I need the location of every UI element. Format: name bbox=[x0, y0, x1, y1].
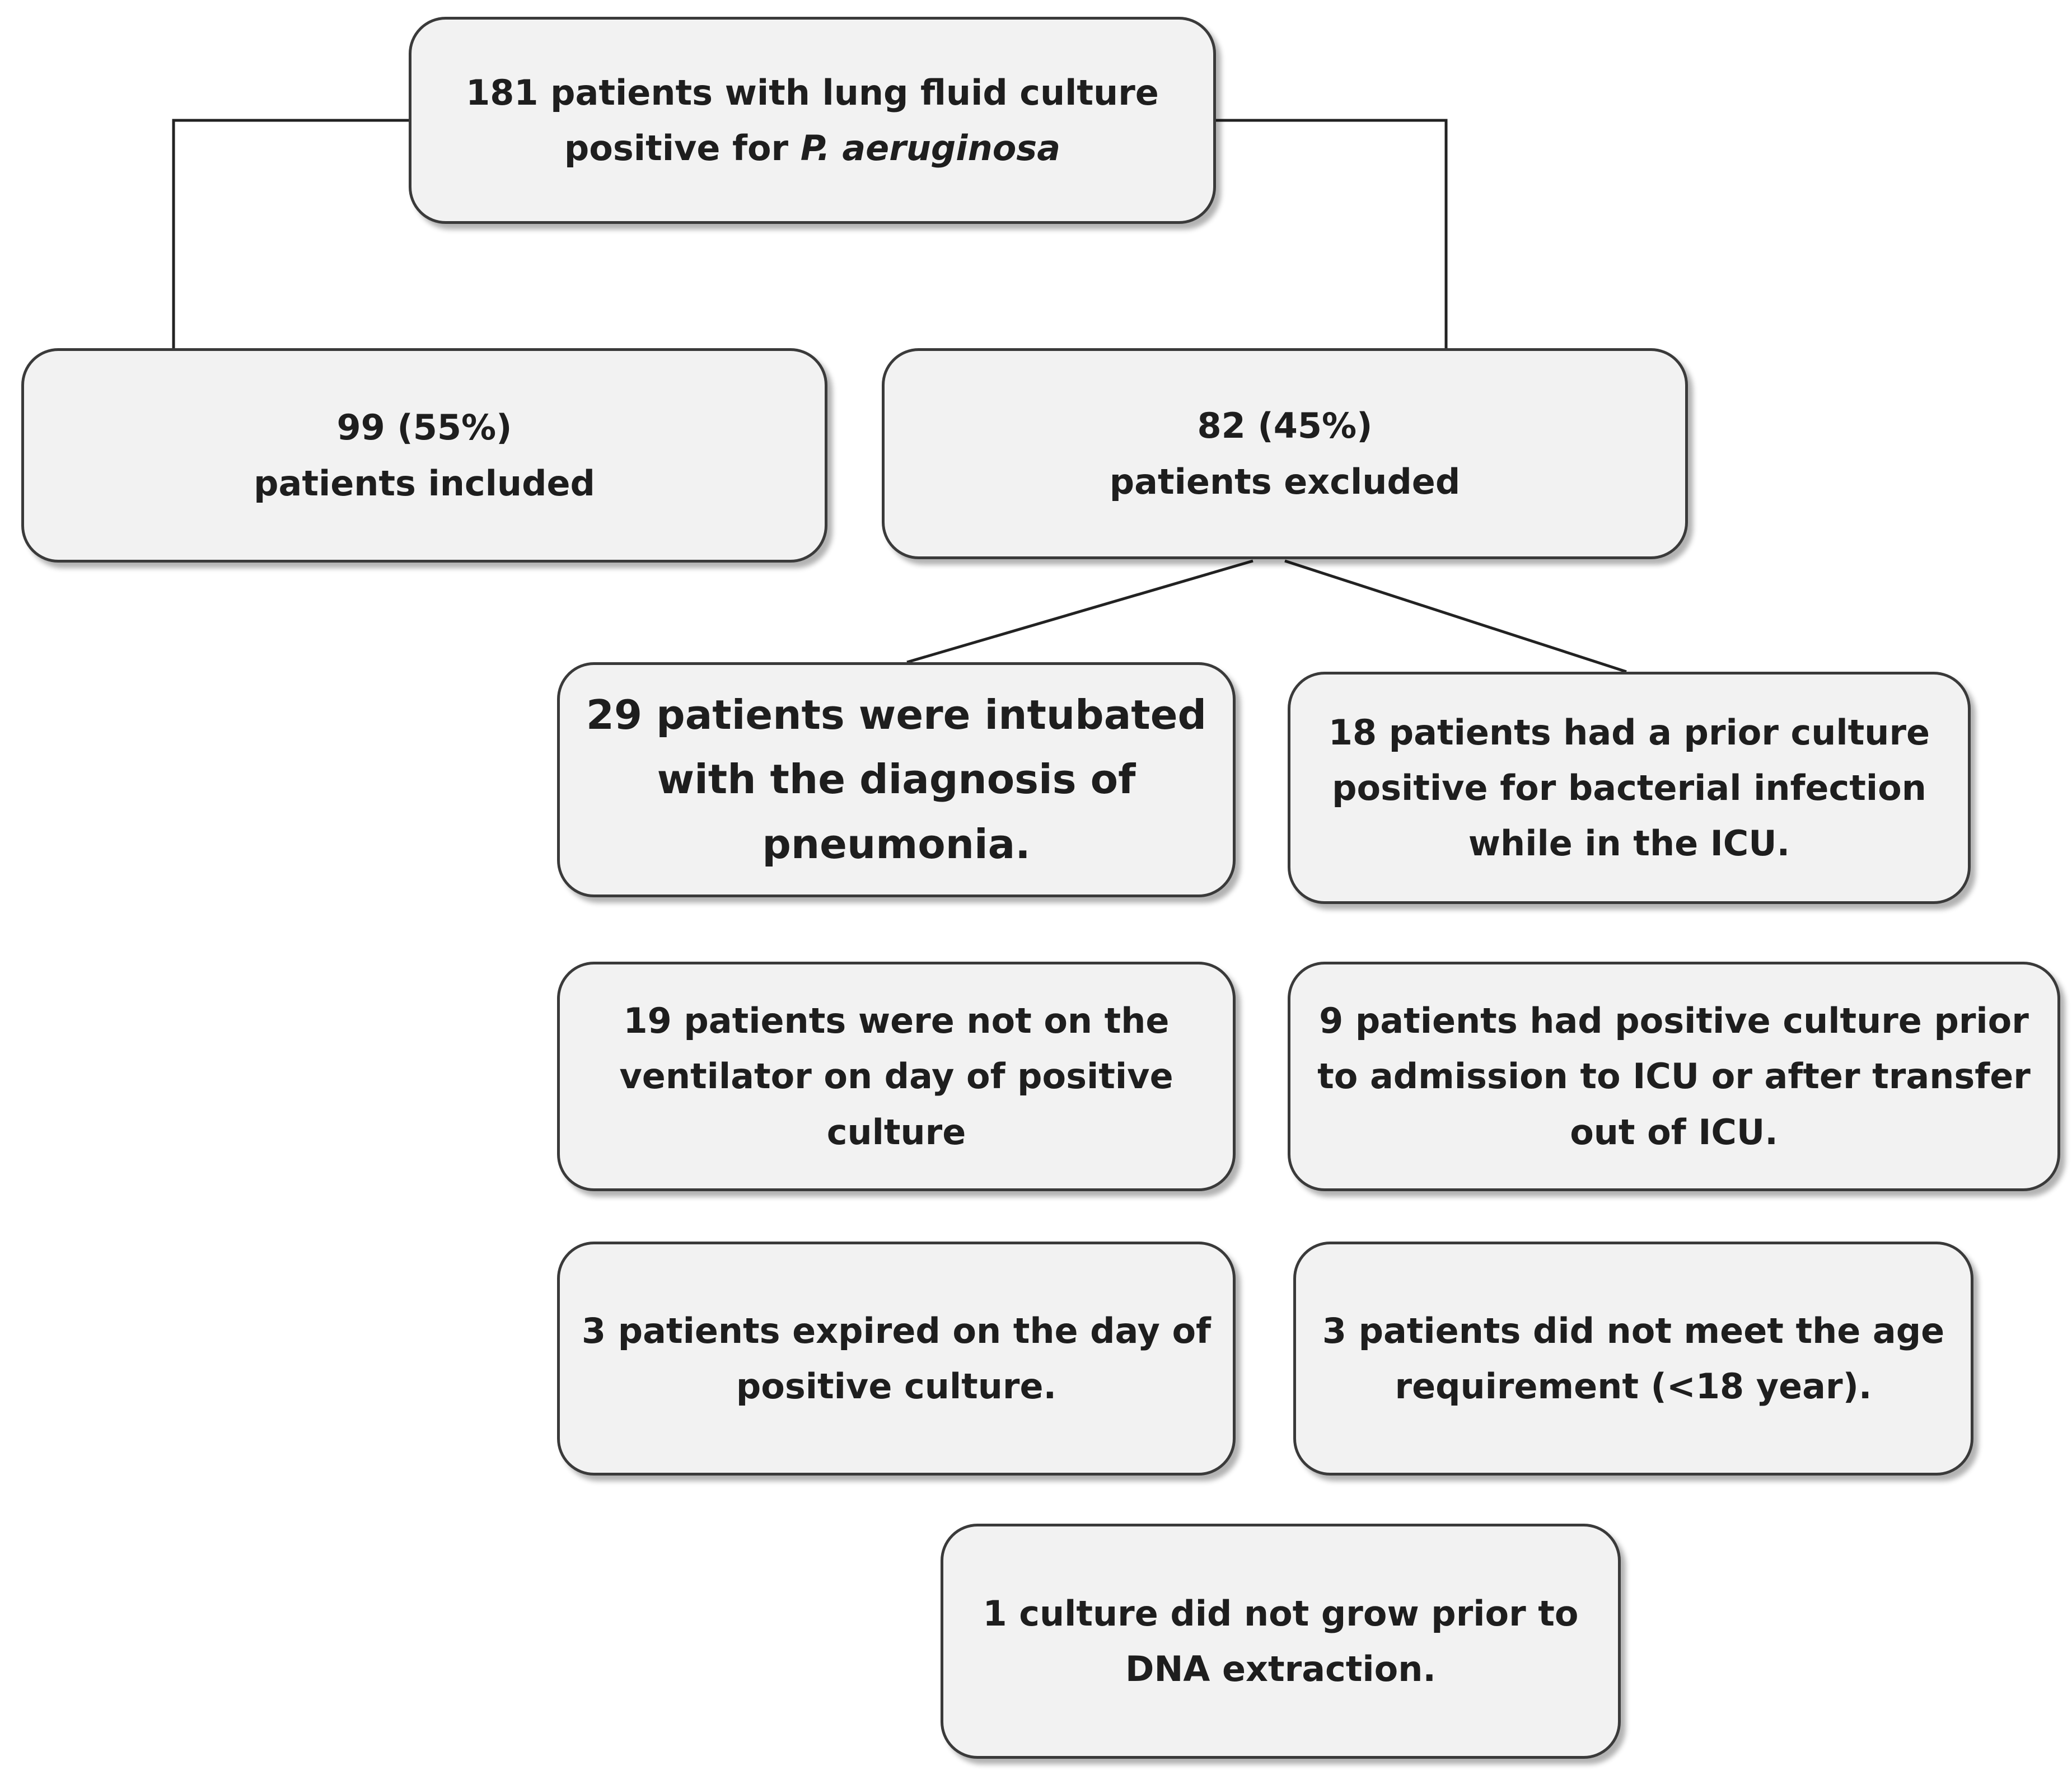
node-total-line-1: 181 patients with lung fluid culture bbox=[466, 72, 1159, 113]
node-prior-line-2: positive for bacterial infection bbox=[1332, 767, 1926, 808]
node-dna-line-1: 1 culture did not grow prior to bbox=[983, 1593, 1579, 1634]
node-expired-line-2: positive culture. bbox=[736, 1366, 1057, 1407]
node-intubated-line-2: with the diagnosis of bbox=[657, 756, 1136, 803]
node-age-line-2: requirement (<18 year). bbox=[1395, 1366, 1872, 1407]
node-intubated-line-1: 29 patients were intubated bbox=[586, 691, 1207, 739]
node-total-line-2-prefix: positive for bbox=[564, 128, 801, 168]
connector-total-to-included bbox=[172, 119, 409, 348]
node-exclusion-age: 3 patients did not meet the age requirem… bbox=[1293, 1242, 1973, 1476]
node-patients-excluded: 82 (45%) patients excluded bbox=[882, 348, 1688, 559]
node-total-organism: P. aeruginosa bbox=[800, 128, 1061, 168]
node-exclusion-prior-culture: 18 patients had a prior culture positive… bbox=[1288, 672, 1971, 904]
connector-excluded-to-prior-culture bbox=[1284, 559, 1627, 673]
node-intubated-line-3: pneumonia. bbox=[762, 820, 1031, 868]
node-exclusion-dna-extraction: 1 culture did not grow prior to DNA extr… bbox=[941, 1524, 1621, 1759]
node-total-line-2: positive for P. aeruginosa bbox=[466, 120, 1159, 176]
node-vent-line-3: culture bbox=[826, 1111, 966, 1153]
node-excluded-label: patients excluded bbox=[1109, 461, 1461, 502]
node-excluded-count: 82 (45%) bbox=[1197, 405, 1373, 447]
node-vent-line-2: ventilator on day of positive bbox=[619, 1056, 1173, 1097]
node-prior-line-3: while in the ICU. bbox=[1468, 823, 1790, 864]
node-admission-line-3: out of ICU. bbox=[1570, 1111, 1778, 1153]
node-exclusion-ventilator: 19 patients were not on the ventilator o… bbox=[557, 962, 1236, 1191]
connector-total-to-excluded bbox=[1216, 119, 1448, 348]
node-patients-included: 99 (55%) patients included bbox=[21, 348, 827, 563]
node-exclusion-expired: 3 patients expired on the day of positiv… bbox=[557, 1242, 1236, 1476]
node-admission-line-1: 9 patients had positive culture prior bbox=[1319, 1000, 2029, 1042]
node-exclusion-intubated: 29 patients were intubated with the diag… bbox=[557, 662, 1236, 897]
node-included-count: 99 (55%) bbox=[336, 407, 512, 448]
connector-excluded-to-intubated bbox=[906, 559, 1254, 664]
node-total-patients: 181 patients with lung fluid culture pos… bbox=[409, 17, 1216, 224]
node-exclusion-admission-timing: 9 patients had positive culture prior to… bbox=[1288, 962, 2060, 1191]
node-admission-line-2: to admission to ICU or after transfer bbox=[1317, 1056, 2031, 1097]
node-vent-line-1: 19 patients were not on the bbox=[623, 1000, 1170, 1042]
node-prior-line-1: 18 patients had a prior culture bbox=[1328, 711, 1930, 753]
node-dna-line-2: DNA extraction. bbox=[1125, 1648, 1436, 1689]
node-included-label: patients included bbox=[254, 462, 595, 504]
node-age-line-1: 3 patients did not meet the age bbox=[1322, 1310, 1945, 1351]
node-expired-line-1: 3 patients expired on the day of bbox=[581, 1310, 1212, 1351]
